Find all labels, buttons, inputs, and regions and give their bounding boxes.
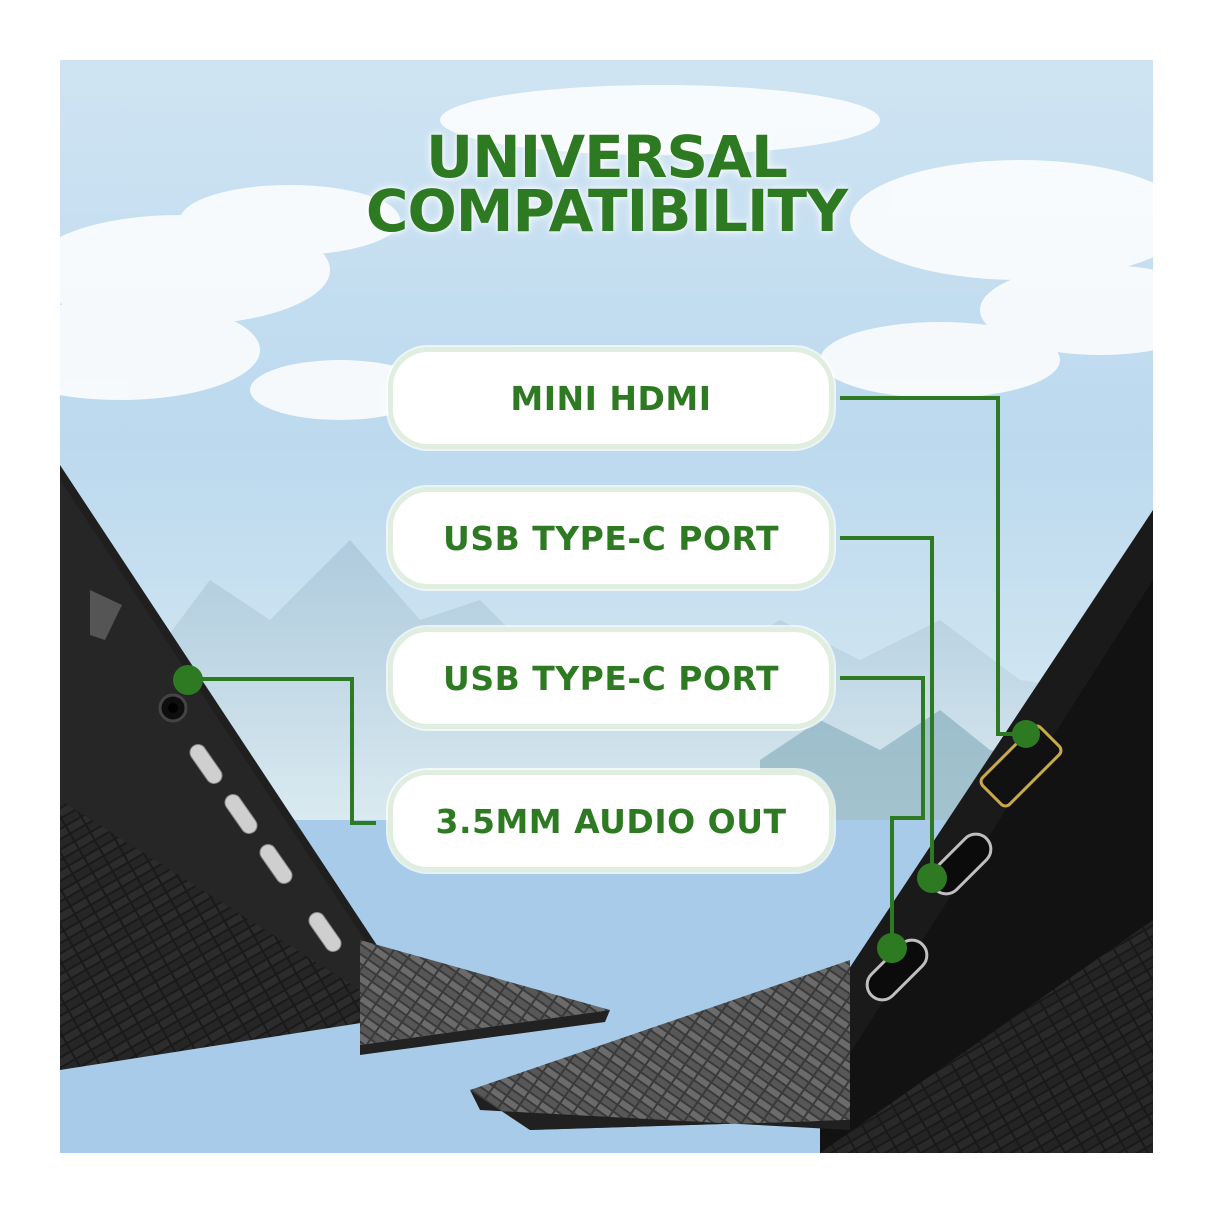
label-mini-hdmi: MINI HDMI — [388, 347, 834, 449]
headline-line-2: COMPATIBILITY — [365, 177, 848, 245]
label-audio-out: 3.5MM AUDIO OUT — [388, 770, 834, 872]
hdmi-port — [979, 724, 1063, 808]
headline-line-1: UNIVERSAL — [425, 123, 788, 191]
clouds — [60, 85, 1153, 420]
infographic-frame: UNIVERSAL COMPATIBILITY MINI HDMI USB TY… — [60, 60, 1153, 1153]
label-usb-type-c-2: USB TYPE-C PORT — [388, 627, 834, 729]
label-usb-type-c-1: USB TYPE-C PORT — [388, 487, 834, 589]
headline: UNIVERSAL COMPATIBILITY — [60, 123, 1153, 245]
